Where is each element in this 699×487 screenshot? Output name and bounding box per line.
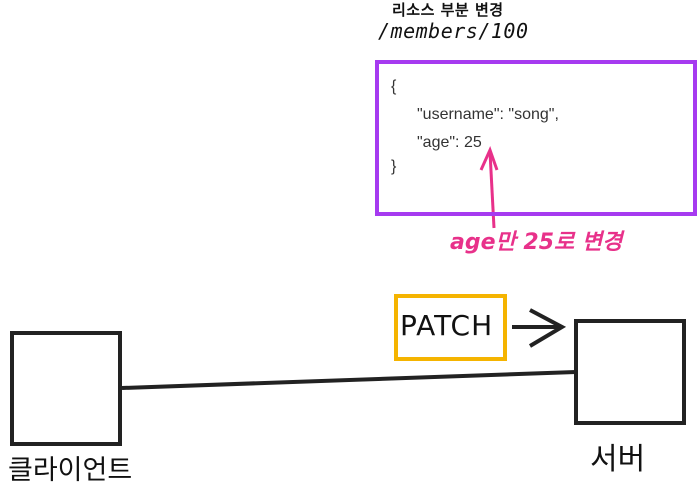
patch-method-label: PATCH [400, 309, 494, 342]
server-label: 서버 [590, 442, 646, 477]
json-line-username: "username": "song", [417, 106, 559, 123]
server-node [574, 319, 686, 425]
annotation-text: age만 25로 변경 [450, 230, 623, 255]
json-open-brace: { [391, 78, 397, 95]
json-body-box [375, 60, 697, 216]
request-arrow-head [528, 308, 567, 348]
json-close-brace: } [391, 158, 397, 175]
caption-title: 리소스 부분 변경 [392, 1, 504, 19]
json-line-age: "age": 25 [417, 134, 482, 151]
patch-method-box [394, 294, 507, 361]
client-node [10, 331, 122, 446]
resource-path: /members/100 [378, 19, 529, 43]
client-label: 클라이언트 [8, 455, 133, 486]
connection-line [121, 370, 577, 390]
annotation-arrow-head [479, 145, 499, 171]
